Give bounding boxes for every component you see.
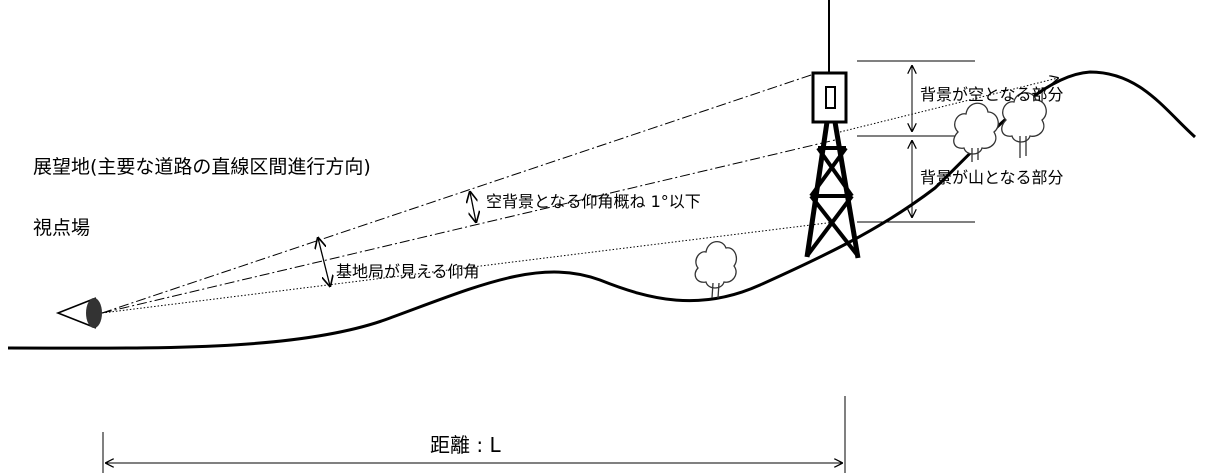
viewpoint-field-label: 視点場	[33, 217, 91, 239]
sight-line-sky-boundary	[839, 78, 1058, 133]
sight-lines	[101, 71, 1058, 314]
sky-part-label: 背景が空となる部分	[920, 85, 1064, 104]
distance-label: 距離 : L	[430, 433, 501, 457]
base-station-tower-icon	[804, 0, 861, 259]
sky-angle-label: 空背景となる仰角概ね 1°以下	[486, 192, 701, 211]
tower-dimensions	[857, 60, 975, 223]
sight-line-top	[101, 71, 821, 314]
tree-icon	[694, 241, 738, 299]
eye-icon	[55, 297, 102, 329]
terrain-line	[7, 70, 1197, 350]
distance-dimension	[102, 396, 846, 473]
visible-angle-arc	[318, 238, 330, 286]
mountain-part-label: 背景が山となる部分	[920, 168, 1064, 187]
sky-angle-arc	[470, 192, 476, 222]
viewpoint-title-label: 展望地(主要な道路の直線区間進行方向)	[33, 156, 371, 178]
visible-angle-label: 基地局が見える仰角	[336, 262, 480, 281]
tree-icon	[1001, 92, 1047, 158]
sight-line-bottom	[101, 221, 836, 314]
tree-icon	[953, 102, 999, 162]
